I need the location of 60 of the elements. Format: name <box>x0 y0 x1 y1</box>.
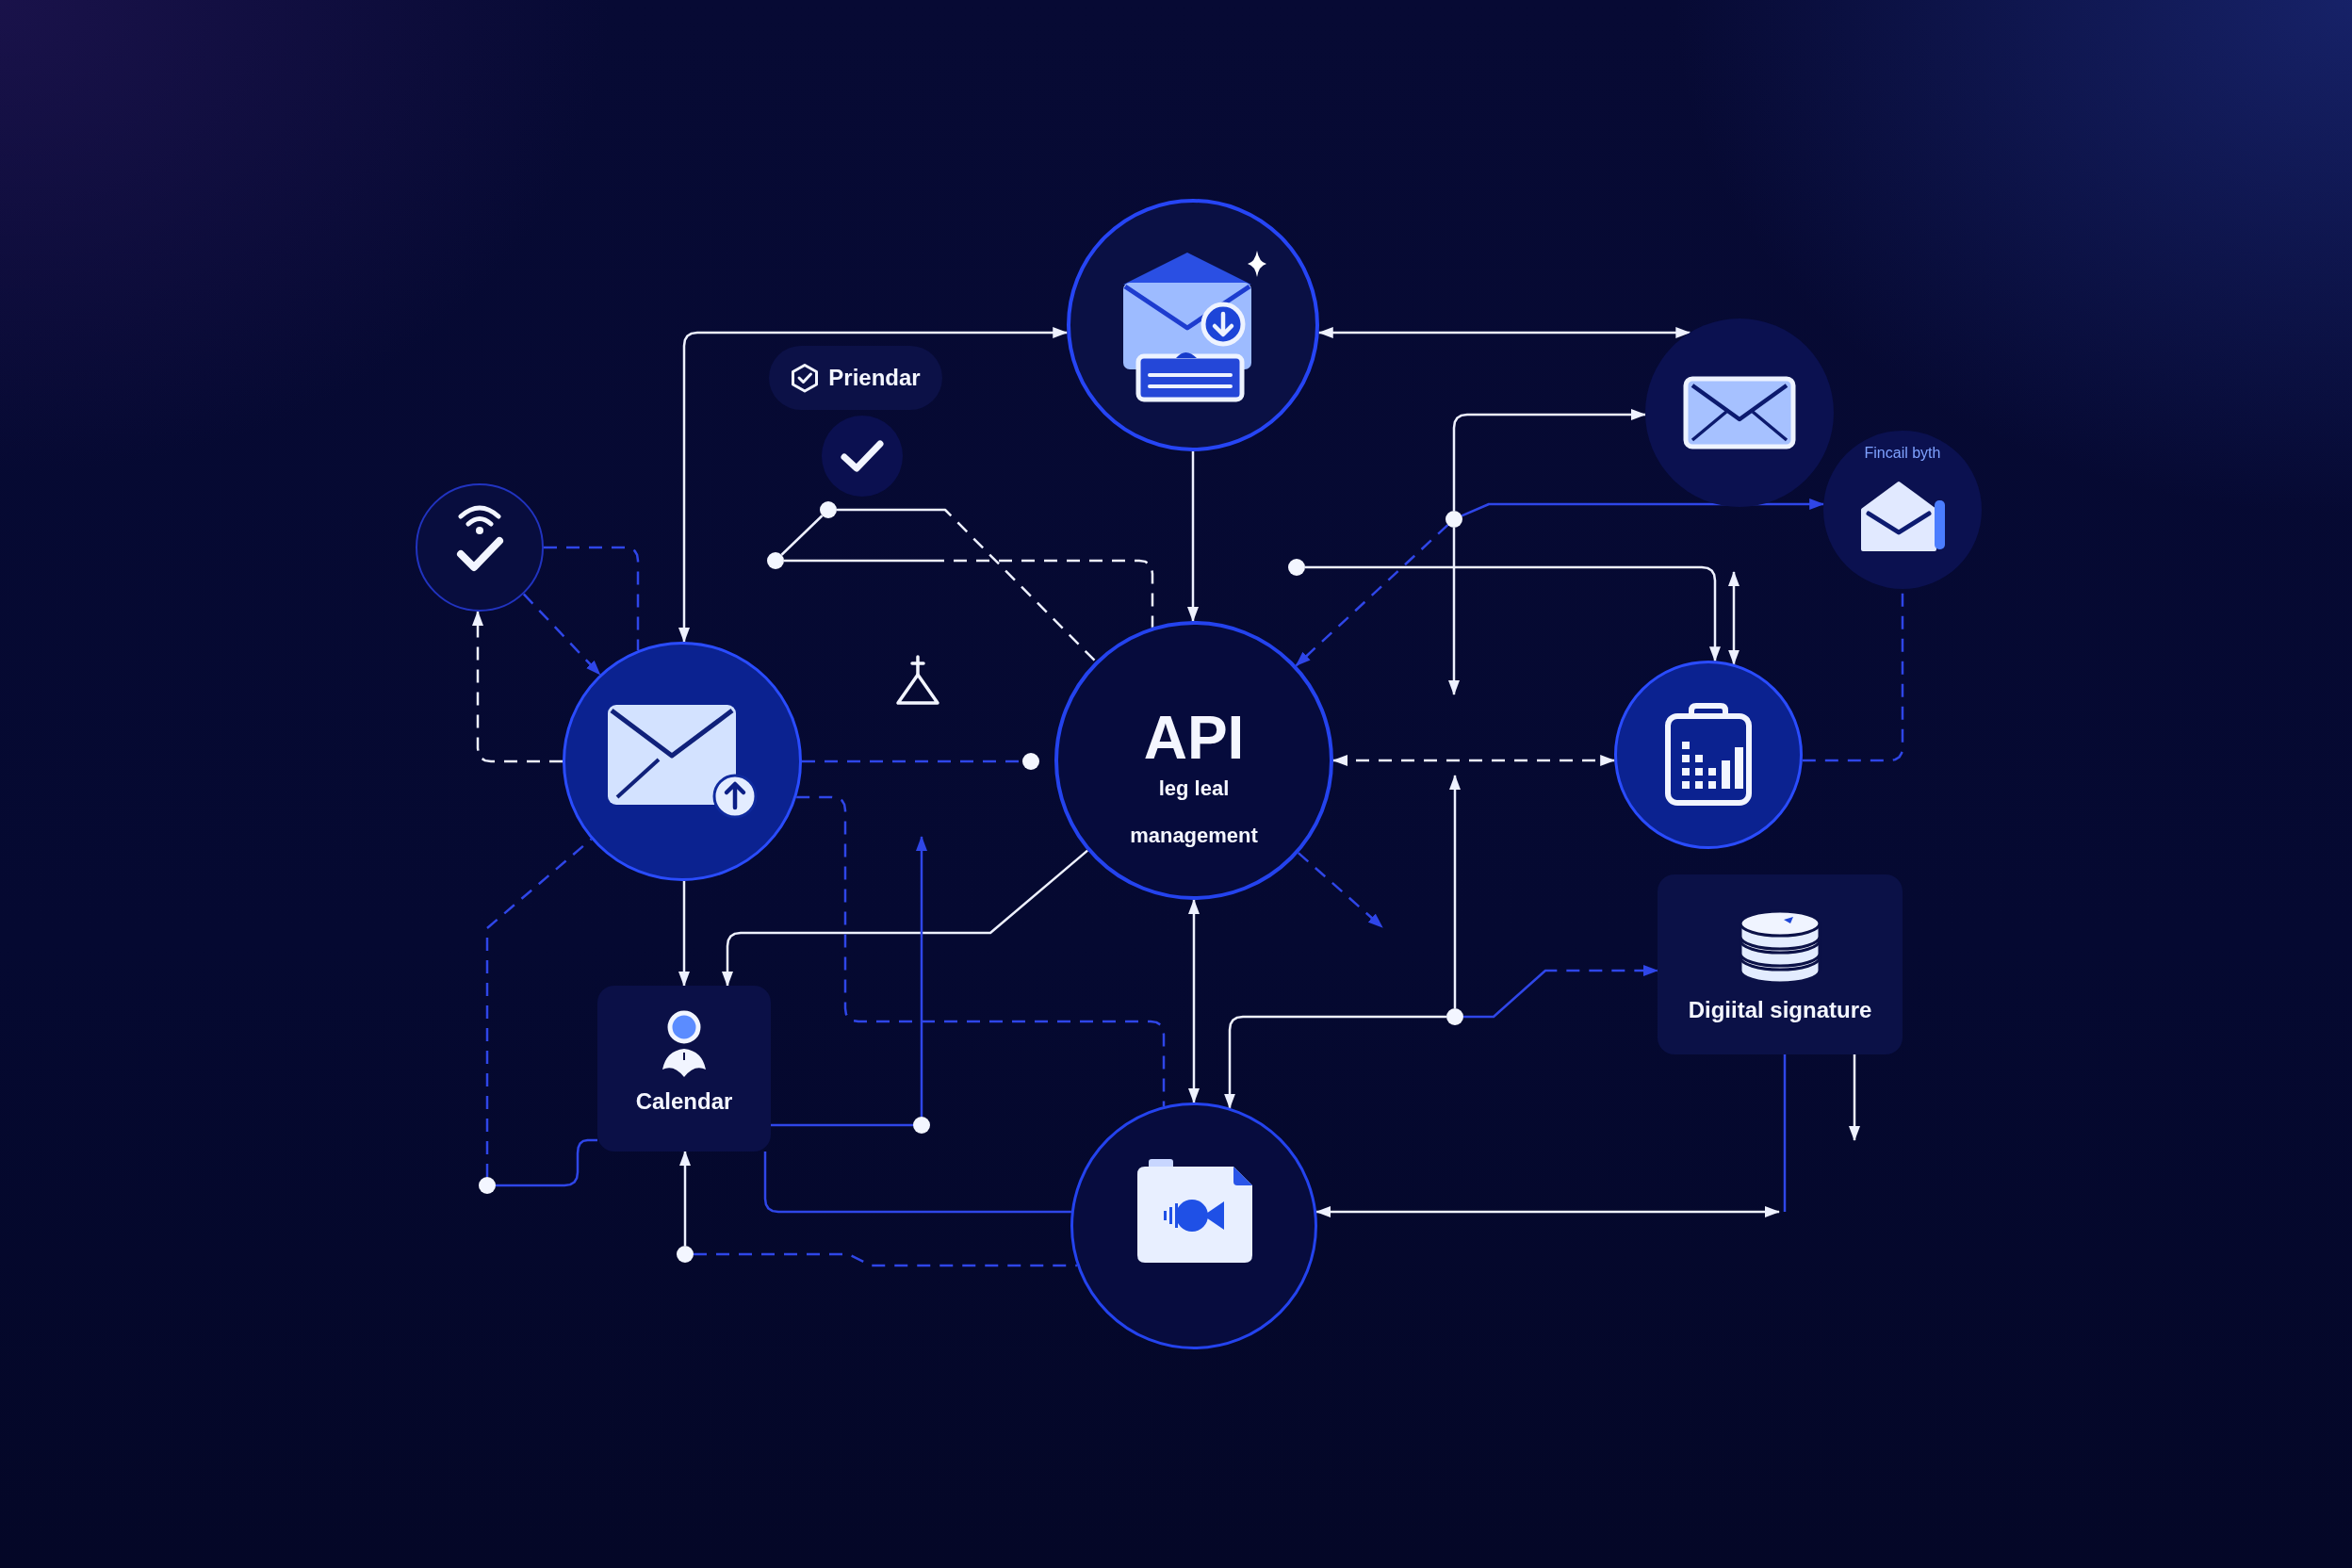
connector-line <box>771 1123 913 1127</box>
service-circle <box>1645 318 1834 507</box>
junction-dot <box>913 1117 930 1134</box>
arrow <box>1188 899 1200 1103</box>
service-card <box>597 986 771 1152</box>
arrow <box>1461 498 1825 517</box>
arrow <box>1317 327 1691 338</box>
arrow <box>679 1151 691 1246</box>
arrow <box>1448 528 1460 695</box>
arrow <box>1187 451 1199 622</box>
junction-dot <box>1446 1008 1463 1025</box>
arrow <box>722 849 1088 987</box>
service-circle <box>1067 199 1319 451</box>
junction-dot <box>767 552 784 569</box>
dashed-arrow <box>1298 852 1383 928</box>
junction-dot <box>677 1246 694 1263</box>
dashed-line <box>784 559 1154 628</box>
status-circle <box>822 416 903 497</box>
junction-dot <box>1446 511 1462 528</box>
tag-label: Priendar <box>828 364 921 392</box>
dashed-line <box>837 508 1097 662</box>
dashed-arrow <box>1295 524 1449 667</box>
card-label: Digiital signature <box>1688 997 1872 1023</box>
arrow <box>678 327 1069 643</box>
status-circle <box>416 483 544 612</box>
dashed-arrow <box>1463 965 1658 1019</box>
junction-dot <box>820 501 837 518</box>
arrow <box>1315 1206 1780 1217</box>
service-circle <box>1823 431 1982 589</box>
service-circle <box>1070 1102 1317 1349</box>
junction-dot <box>479 1177 496 1194</box>
service-card <box>1658 874 1903 1054</box>
junction-dot <box>1022 753 1039 770</box>
dashed-line <box>694 1252 1077 1267</box>
service-circle <box>563 642 802 881</box>
junction-dot <box>1288 559 1305 576</box>
dashed-arrow <box>1332 755 1616 766</box>
dashed-line <box>485 838 593 1177</box>
connector-line <box>763 1152 1071 1214</box>
dashed-arrow <box>472 610 563 763</box>
arrow <box>1452 409 1646 511</box>
arrow <box>1305 565 1721 662</box>
dashed-arrow <box>522 593 601 676</box>
arrow <box>1728 571 1740 665</box>
arrow <box>1849 1054 1860 1141</box>
connector-line <box>1783 1054 1787 1212</box>
api-subtitle: leg leal management <box>1129 776 1259 849</box>
connector-line <box>496 1138 597 1187</box>
arrow <box>678 881 690 987</box>
connector-line <box>780 514 824 556</box>
arrow <box>1224 1015 1446 1109</box>
caption-text: Fincail byth <box>1864 444 1941 463</box>
dashed-line <box>796 795 1166 1106</box>
arrow <box>1449 775 1461 1008</box>
arrow <box>916 836 927 1117</box>
service-circle <box>1614 661 1803 849</box>
api-circle <box>1054 621 1333 900</box>
dashed-line <box>544 546 640 650</box>
api-title: API <box>1143 708 1245 768</box>
card-label: Calendar <box>635 1088 733 1115</box>
